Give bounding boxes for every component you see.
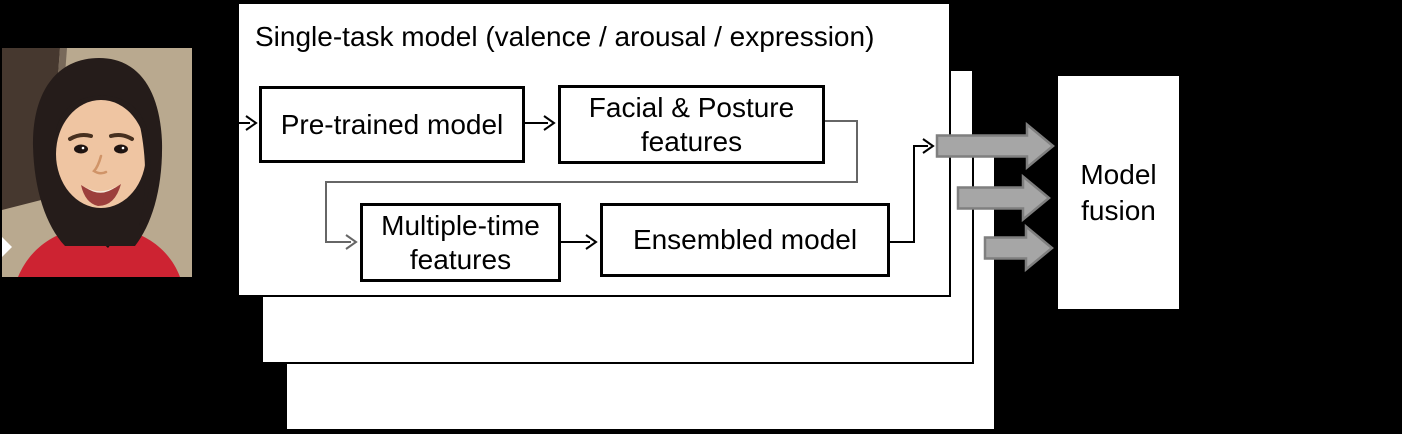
right-eye (114, 144, 128, 154)
node-ensembled-model: Ensembled model (600, 203, 890, 277)
left-eye-glint (81, 146, 85, 150)
face-photo-illustration (2, 48, 192, 277)
node-label-line2: features (640, 125, 743, 157)
side-hair (139, 126, 151, 226)
node-label-line1: Model (1080, 158, 1157, 190)
panel-title: Single-task model (valence / arousal / e… (255, 21, 875, 52)
nose (92, 154, 108, 175)
teeth (85, 186, 117, 193)
mouth (81, 184, 121, 206)
node-label-line1: Facial & Posture (588, 91, 795, 123)
node-model-fusion: Model fusion (1058, 76, 1179, 309)
node-pretrained-model: Pre-trained model (259, 86, 525, 163)
left-eyebrow (68, 133, 93, 141)
node-multiple-time-features: Multiple-time features (360, 203, 561, 282)
player-chevron-icon (2, 237, 12, 257)
node-label-line2: fusion (1081, 194, 1156, 226)
right-eye-glint (121, 146, 125, 150)
node-facial-posture-features: Facial & Posture features (558, 85, 825, 164)
face (56, 100, 146, 208)
left-eye (74, 144, 88, 154)
face-photo (2, 48, 192, 277)
red-shirt (18, 230, 180, 277)
node-label: Ensembled model (632, 224, 858, 255)
node-label-line2: features (409, 243, 512, 275)
node-label: Pre-trained model (280, 108, 504, 140)
node-label-line1: Multiple-time (381, 209, 540, 241)
right-eyebrow (109, 133, 134, 141)
